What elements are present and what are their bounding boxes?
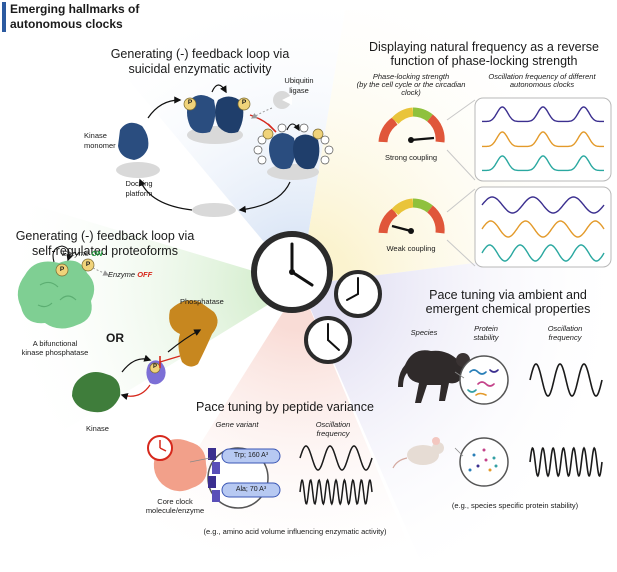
- mouse-frequency-wave: [529, 446, 603, 478]
- strong-waves-box: [474, 97, 612, 182]
- weak-coupling-label: Weak coupling: [386, 244, 436, 253]
- ambient-frequency-label-2: frequency: [548, 333, 582, 342]
- peptide-caption: (e.g., amino acid volume influencing enz…: [203, 527, 387, 536]
- protein-stability-label-2: stability: [473, 333, 499, 342]
- sector-suicidal: [70, 10, 345, 285]
- header-accent-bar: [2, 2, 6, 32]
- suicidal-title-line2: suicidal enzymatic activity: [128, 62, 272, 76]
- gene-variant-label: Gene variant: [215, 420, 259, 429]
- chimp-frequency-wave: [529, 363, 603, 397]
- peptide-lens-pointer: [189, 457, 211, 463]
- strong-zoom-lines: [446, 99, 476, 181]
- ubiquitin-ligase-label-1: Ubiquitin: [284, 76, 314, 85]
- weak-wave-1: [481, 196, 605, 214]
- ambient-frequency-label-1: Oscillation: [547, 324, 583, 333]
- phosphatase-label: Phosphatase: [180, 297, 224, 306]
- lens-pointers: [454, 371, 465, 457]
- mouse-proteins: [468, 448, 498, 472]
- kinase-monomer-label-2: monomer: [84, 141, 116, 150]
- core-clock-molecule: [147, 435, 207, 492]
- peptide-title: Pace tuning by peptide variance: [196, 400, 374, 414]
- docking-platform-label-2: platform: [125, 189, 153, 198]
- suicidal-title-line1: Generating (-) feedback loop via: [110, 47, 290, 61]
- ala-frequency-wave: [299, 478, 373, 506]
- phospho-badge-released: P: [85, 261, 91, 268]
- chimp-protein-lens: [459, 355, 509, 405]
- ala-variant-label: Ala; 70 A³: [235, 486, 267, 493]
- strong-coupling-label: Strong coupling: [384, 153, 438, 162]
- phase-col2-line1: Oscillation frequency of different: [488, 72, 596, 81]
- strong-wave-1: [482, 106, 604, 123]
- bifunctional-label-2: kinase phosphatase: [21, 348, 89, 357]
- peptide-frequency-label-2: frequency: [316, 429, 350, 438]
- enzyme-on-label: Enzyme ON: [62, 249, 103, 258]
- mouse-silhouette: [392, 437, 444, 469]
- phase-title-line1: Displaying natural frequency as a revers…: [369, 40, 599, 54]
- docking-platform-label-1: Docking: [125, 179, 153, 188]
- phase-col1-line3: clock): [401, 88, 421, 97]
- clock-small-bottom: [304, 316, 352, 364]
- weak-zoom-lines: [446, 188, 476, 267]
- strong-wave-3: [482, 155, 604, 172]
- weak-wave-2: [481, 220, 605, 238]
- core-clock-label-2: molecule/enzyme: [145, 506, 205, 515]
- kinase-monomer-label-1: Kinase: [84, 131, 107, 140]
- phospho-badge-on: P: [59, 266, 65, 273]
- phospho-badge-kinase: P: [152, 364, 157, 370]
- phase-title-line2: function of phase-locking strength: [390, 54, 578, 68]
- proteoform-title-line2: self-regulated proteoforms: [32, 244, 178, 258]
- strong-wave-2: [482, 131, 604, 148]
- species-label: Species: [410, 328, 438, 337]
- enzyme-off-label: Enzyme OFF: [108, 270, 153, 279]
- phase-col1-line1: Phase-locking strength: [372, 72, 450, 81]
- clock-small-right: [334, 270, 382, 318]
- wave-layer: [299, 106, 605, 506]
- chimp-proteins: [467, 369, 499, 396]
- mouse-protein-lens: [459, 437, 509, 487]
- trp-frequency-wave: [299, 445, 373, 471]
- sector-peptide: [120, 285, 420, 572]
- phospho-badge-left: P: [187, 99, 193, 106]
- proteoform-illustration: [17, 245, 218, 413]
- core-clock-label-1: Core clock: [157, 497, 193, 506]
- weak-wave-3: [481, 244, 605, 262]
- suicidal-loop-illustration: [116, 84, 334, 217]
- header-title-line1: Emerging hallmarks of: [10, 2, 140, 16]
- ubiquitin-ligase-label-2: ligase: [289, 86, 309, 95]
- sector-ambient: [300, 245, 617, 560]
- ambient-caption: (e.g., species specific protein stabilit…: [451, 501, 579, 510]
- trp-variant-label: Trp; 160 A³: [233, 452, 269, 459]
- ambient-title-line2: emergent chemical properties: [425, 302, 591, 316]
- peptide-chain: [208, 448, 281, 502]
- phase-col2-line2: autonomous clocks: [509, 80, 575, 89]
- peptide-frequency-label-1: Oscillation: [315, 420, 351, 429]
- phase-col1-line2: (by the cell cycle or the circadian: [356, 80, 466, 89]
- weak-coupling-gauge: [378, 198, 445, 234]
- phospho-badge-right: P: [241, 99, 247, 106]
- bifunctional-label-1: A bifunctional: [32, 339, 78, 348]
- or-label: OR: [106, 331, 124, 345]
- kinase-label: Kinase: [86, 424, 109, 433]
- header-title-line2: autonomous clocks: [10, 17, 123, 31]
- proteoform-title-line1: Generating (-) feedback loop via: [15, 229, 195, 243]
- strong-coupling-gauge: [378, 107, 445, 143]
- clock-large: [251, 231, 333, 313]
- protein-stability-label-1: Protein: [474, 324, 498, 333]
- ambient-title-line1: Pace tuning via ambient and: [429, 288, 587, 302]
